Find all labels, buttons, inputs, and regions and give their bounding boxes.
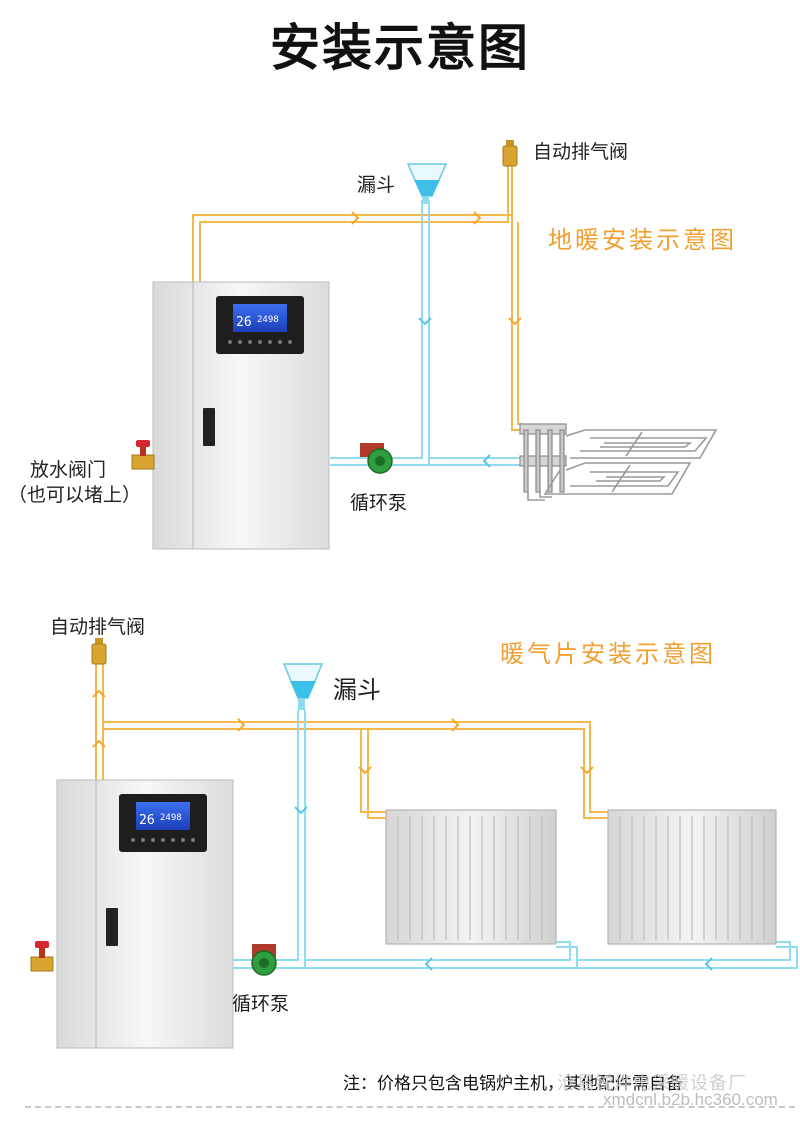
radiator-boiler-cabinet (56, 779, 234, 1049)
floor-drain-valve-note: （也可以堵上） (8, 484, 142, 506)
floor-drain-valve (131, 440, 155, 470)
radiator-hot-arrows (92, 689, 594, 775)
floor-cold-pipe (330, 200, 520, 466)
floor-funnel-label: 漏斗 (357, 174, 396, 196)
radiator-cold-pipe (232, 710, 798, 969)
floor-heating-diagram: 26 2498 (131, 140, 718, 550)
floor-circulation-pump (360, 443, 393, 474)
floor-air-valve-label: 自动排气阀 (533, 141, 629, 163)
floor-boiler-cabinet (152, 281, 330, 550)
radiator-pump-label: 循环泵 (232, 993, 290, 1015)
radiator-panel-right (607, 809, 777, 945)
floor-manifold (519, 423, 567, 493)
radiator-hot-pipe (95, 662, 608, 819)
radiator-section-title: 暖气片安装示意图 (500, 640, 716, 668)
floor-display-left: 26 (236, 315, 252, 330)
radiator-display-left: 26 (139, 813, 155, 828)
radiator-funnel (282, 663, 324, 710)
radiator-circulation-pump (251, 944, 277, 976)
radiator-air-valve-label: 自动排气阀 (50, 616, 146, 638)
radiator-funnel-label: 漏斗 (333, 676, 381, 704)
radiator-panel-left (385, 809, 557, 945)
radiator-diagram: 26 2498 (30, 638, 798, 1049)
floor-funnel (406, 163, 448, 204)
floor-drain-valve-label: 放水阀门 (30, 459, 107, 481)
footer-divider (25, 1106, 795, 1108)
floor-air-valve (502, 140, 518, 167)
radiator-display-right: 2498 (160, 813, 182, 823)
radiator-air-valve (91, 638, 107, 665)
floor-heating-coils (527, 429, 718, 501)
watermark-company: 沧县锐烨电采暖设备厂 (557, 1073, 747, 1094)
floor-section-title: 地暖安装示意图 (548, 226, 737, 254)
radiator-drain-valve (30, 941, 54, 972)
radiator-cold-arrows (294, 806, 713, 971)
page-title: 安装示意图 (270, 19, 530, 77)
watermark-url: xmdcnl.b2b.hc360.com (603, 1090, 778, 1109)
floor-hot-arrows (351, 211, 522, 326)
price-note: 注：价格只包含电锅炉主机，其他配件需自备 (343, 1074, 683, 1094)
floor-cold-arrows (418, 317, 491, 468)
floor-pump-label: 循环泵 (350, 492, 408, 514)
floor-display-right: 2498 (257, 315, 279, 325)
